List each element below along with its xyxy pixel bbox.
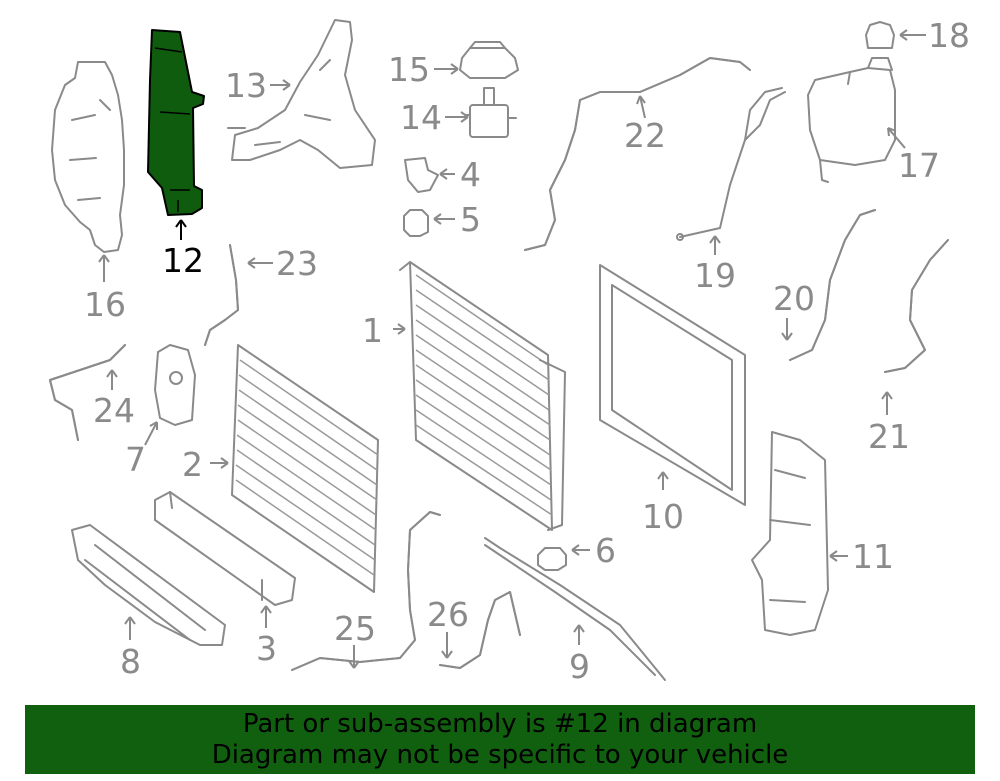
callout-17[interactable]: 17 bbox=[898, 146, 940, 185]
callout-14[interactable]: 14 bbox=[400, 98, 442, 137]
callout-12[interactable]: 12 bbox=[162, 241, 204, 280]
part-20-hose[interactable] bbox=[789, 209, 876, 361]
part-25-hose[interactable] bbox=[291, 511, 441, 671]
callout-20[interactable]: 20 bbox=[773, 279, 815, 318]
callout-24[interactable]: 24 bbox=[93, 391, 135, 430]
callout-10[interactable]: 10 bbox=[642, 497, 684, 536]
part-4-clip[interactable] bbox=[404, 157, 439, 193]
part-24-hose[interactable] bbox=[49, 344, 126, 441]
callout-13[interactable]: 13 bbox=[225, 66, 267, 105]
callout-8[interactable]: 8 bbox=[120, 642, 141, 681]
callout-9[interactable]: 9 bbox=[569, 647, 590, 686]
callout-2[interactable]: 2 bbox=[182, 445, 203, 484]
part-11-deflector[interactable] bbox=[751, 431, 829, 636]
part-6-grommet[interactable] bbox=[537, 547, 567, 571]
callout-25[interactable]: 25 bbox=[334, 609, 376, 648]
part-14-valve[interactable] bbox=[464, 87, 517, 138]
part-7-housing[interactable] bbox=[154, 344, 196, 426]
part-23-hose[interactable] bbox=[204, 244, 239, 346]
callout-labels: 1 2 3 4 5 6 7 8 9 10 11 12 13 14 15 16 1… bbox=[84, 16, 970, 686]
info-banner: Part or sub-assembly is #12 in diagram D… bbox=[25, 705, 975, 774]
banner-line-disclaimer: Diagram may not be specific to your vehi… bbox=[211, 740, 789, 770]
part-18-cap[interactable] bbox=[865, 21, 895, 49]
callout-23[interactable]: 23 bbox=[276, 244, 318, 283]
callout-4[interactable]: 4 bbox=[460, 155, 481, 194]
callout-7[interactable]: 7 bbox=[125, 440, 146, 479]
part-26-hose[interactable] bbox=[439, 591, 521, 669]
callout-arrows bbox=[98, 29, 926, 669]
callout-16[interactable]: 16 bbox=[84, 285, 126, 324]
callout-6[interactable]: 6 bbox=[595, 531, 616, 570]
part-12-air-duct[interactable] bbox=[147, 29, 205, 216]
part-22-hose[interactable] bbox=[524, 57, 751, 251]
callout-15[interactable]: 15 bbox=[388, 50, 430, 89]
callout-22[interactable]: 22 bbox=[624, 116, 666, 155]
callout-18[interactable]: 18 bbox=[928, 16, 970, 55]
part-19-cable[interactable] bbox=[676, 87, 786, 241]
part-17-expansion-tank[interactable] bbox=[807, 57, 896, 183]
part-3-cooler[interactable] bbox=[154, 491, 296, 606]
callout-21[interactable]: 21 bbox=[868, 417, 910, 456]
part-21-hose[interactable] bbox=[884, 239, 949, 373]
parts-diagram: 1 2 3 4 5 6 7 8 9 10 11 12 13 14 15 16 1… bbox=[49, 16, 970, 686]
part-5-mount[interactable] bbox=[403, 209, 429, 237]
part-16-shroud[interactable] bbox=[51, 61, 125, 253]
banner-line-part: Part or sub-assembly is #12 in diagram bbox=[242, 709, 758, 739]
callout-1[interactable]: 1 bbox=[362, 311, 383, 350]
callout-11[interactable]: 11 bbox=[852, 537, 894, 576]
part-15-sensor[interactable] bbox=[459, 41, 519, 79]
callout-5[interactable]: 5 bbox=[460, 200, 481, 239]
part-9-seal-strip[interactable] bbox=[484, 537, 666, 681]
callout-19[interactable]: 19 bbox=[694, 256, 736, 295]
part-1-radiator[interactable] bbox=[399, 261, 566, 531]
part-13-bracket[interactable] bbox=[227, 19, 376, 169]
callout-26[interactable]: 26 bbox=[427, 595, 469, 634]
part-2-radiator[interactable] bbox=[231, 344, 379, 593]
callout-3[interactable]: 3 bbox=[256, 629, 277, 668]
part-8-bracket[interactable] bbox=[71, 524, 226, 646]
part-10-frame[interactable] bbox=[599, 264, 746, 506]
